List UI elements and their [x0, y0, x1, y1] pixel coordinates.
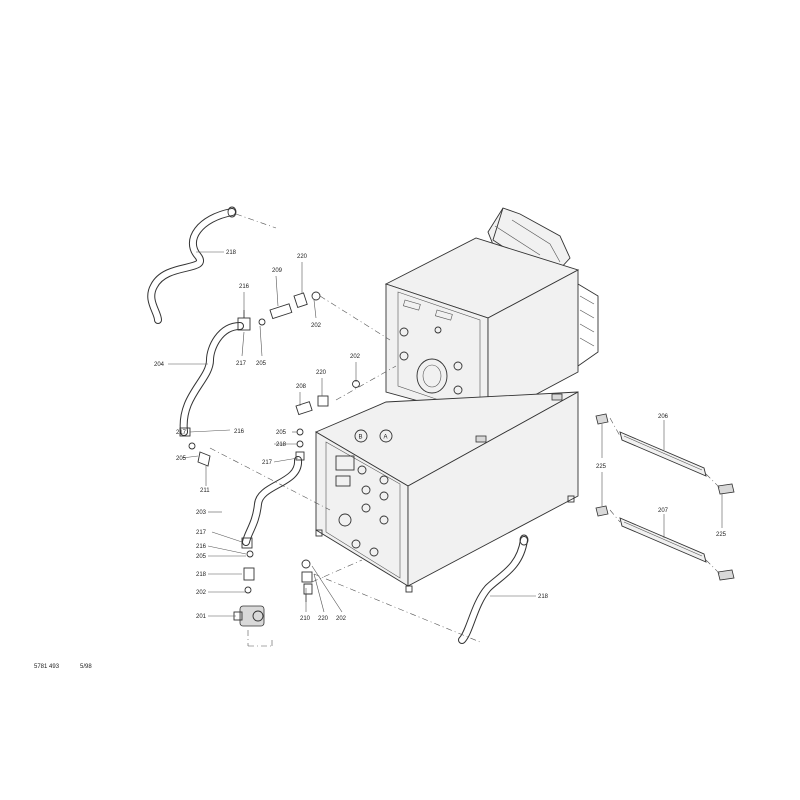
rail-206	[619, 431, 707, 477]
label-205-top: 205	[256, 361, 267, 367]
document-date: 5/98	[80, 664, 92, 670]
label-220-top: 220	[297, 254, 308, 260]
hose-218-top	[147, 206, 237, 324]
fitting-208	[295, 401, 313, 416]
clip-225-d	[717, 569, 735, 581]
label-216-top: 216	[239, 284, 250, 290]
label-205-left: 205	[176, 456, 187, 462]
label-202-bottom: 202	[196, 590, 207, 596]
label-216-bottom: 216	[196, 544, 207, 550]
connector-217-bottom	[241, 537, 253, 549]
label-205-bottom: 205	[196, 554, 207, 560]
assembly-lines	[209, 213, 721, 647]
label-211: 211	[200, 488, 210, 494]
part-labels: 218 220 209 216 202 217 205 204 202 220 …	[154, 250, 727, 622]
clamp-216-bottom	[246, 550, 254, 558]
label-220-mid: 220	[316, 370, 327, 376]
label-201: 201	[196, 614, 207, 620]
washer-202-top	[311, 291, 321, 301]
fitting-218-bottom	[243, 567, 255, 581]
label-216-left: 216	[234, 429, 245, 435]
marker-b-label: B	[359, 435, 363, 441]
label-217-mid: 217	[262, 460, 273, 466]
marker-a-label: A	[384, 435, 388, 441]
upper-cabinet	[384, 207, 599, 421]
marker-a: A	[379, 429, 393, 443]
label-225-right: 225	[716, 532, 727, 538]
ring-205-left	[188, 442, 196, 450]
label-225-left: 225	[596, 464, 607, 470]
label-202-top: 202	[311, 323, 322, 329]
hose-203	[242, 456, 302, 546]
label-210: 210	[300, 616, 311, 622]
pump-201	[233, 605, 265, 627]
clip-225-a	[595, 413, 609, 425]
label-217-left: 217	[176, 430, 187, 436]
label-220-lower: 220	[318, 616, 329, 622]
connector-217-mid	[295, 451, 305, 461]
nipple-209	[269, 303, 293, 320]
label-202-mid: 202	[350, 354, 361, 360]
fitting-210	[303, 583, 313, 602]
label-218-top: 218	[226, 250, 237, 256]
hose-204	[179, 322, 244, 436]
elbow-211	[197, 451, 211, 467]
ring-205-top	[258, 318, 266, 326]
hose-218-bottom	[458, 534, 529, 644]
marker-b: B	[354, 429, 368, 443]
nut-220-top	[293, 292, 308, 308]
label-208: 208	[296, 384, 307, 390]
label-203: 203	[196, 510, 207, 516]
leader-lines	[168, 251, 723, 617]
clip-225-c	[717, 483, 735, 495]
label-204: 204	[154, 362, 165, 368]
washer-202-bottom	[244, 586, 252, 594]
label-209: 209	[272, 268, 283, 274]
washer-202-lower	[301, 559, 311, 569]
nut-220-lower	[301, 571, 313, 583]
label-217-top: 217	[236, 361, 247, 367]
label-206: 206	[658, 414, 669, 420]
label-217-bottom: 217	[196, 530, 207, 536]
rail-207	[619, 517, 707, 563]
nut-220-mid	[317, 395, 329, 407]
lower-cabinet	[315, 391, 579, 593]
label-207: 207	[658, 508, 669, 514]
label-202-lower: 202	[336, 616, 347, 622]
clip-225-b	[595, 505, 609, 517]
label-218-pump: 218	[196, 572, 207, 578]
label-205-mid: 205	[276, 430, 287, 436]
label-218-bottom: 218	[538, 594, 549, 600]
label-218-mid: 218	[276, 442, 287, 448]
document-number: 5781 493	[34, 664, 60, 670]
